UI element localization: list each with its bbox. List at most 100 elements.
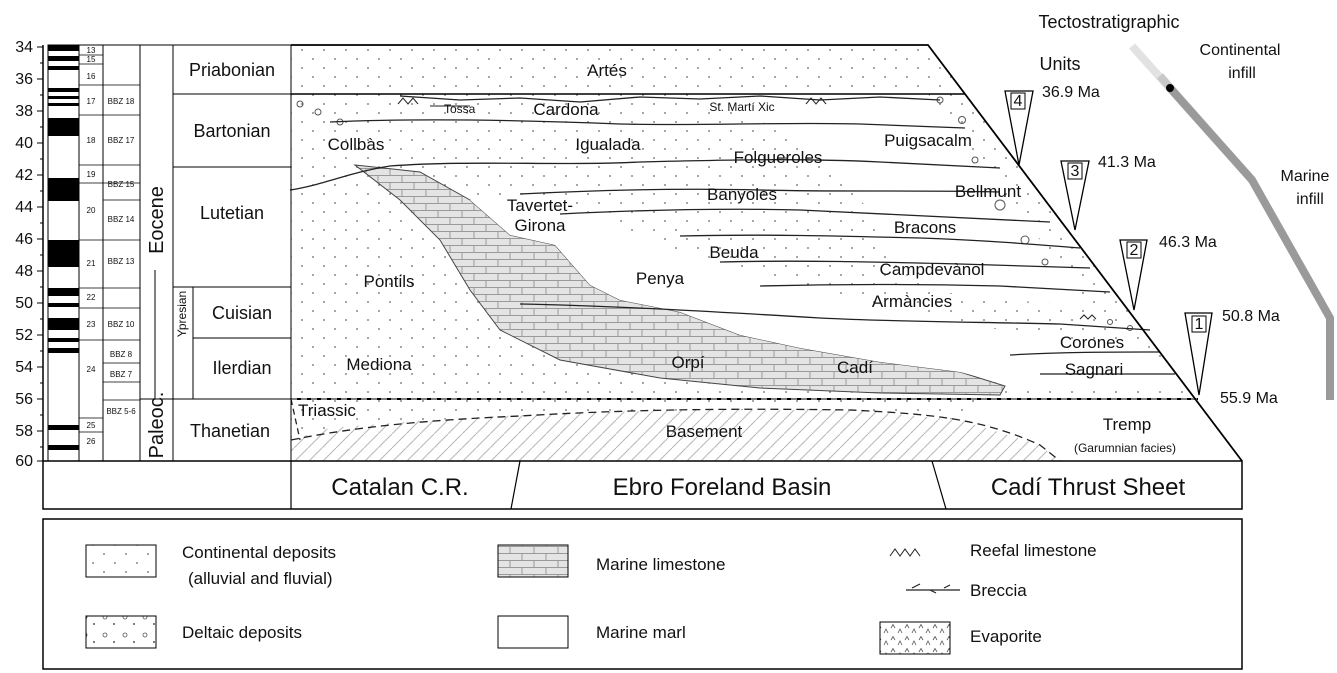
unit-label: Bracons [894, 218, 956, 237]
magnetozone-label: BBZ 8 [110, 350, 133, 359]
legend-label: Reefal limestone [970, 541, 1097, 560]
region-label: Catalan C.R. [331, 474, 468, 501]
unit-label: Cardona [533, 100, 599, 119]
stage-label: Priabonian [189, 60, 275, 80]
unit-label: Sagnari [1065, 360, 1124, 379]
infill-label: infill [1228, 65, 1256, 82]
stage-label: Lutetian [200, 203, 264, 223]
boundary-age: 55.9 Ma [1220, 390, 1278, 407]
reefal-symbol [889, 548, 921, 557]
epoch-eocene: Eocene [146, 186, 168, 254]
polarity-column [47, 44, 80, 462]
unit-label: Pontils [363, 272, 414, 291]
magnetozone-label: BBZ 5-6 [106, 407, 136, 416]
boundary-age: 46.3 Ma [1159, 234, 1217, 251]
unit-label: Armàncies [872, 292, 952, 311]
legend-swatch [879, 621, 951, 655]
unit-label: Mediona [346, 355, 412, 374]
magnetozone-column: BBZ 18 BBZ 17 BBZ 15 BBZ 14 BBZ 13 BBZ 1… [102, 44, 141, 462]
unit-number: 3 [1071, 163, 1080, 180]
age-tick: 40 [15, 135, 33, 152]
legend-label: (alluvial and fluvial) [188, 569, 333, 588]
boundary-age: 36.9 Ma [1042, 84, 1100, 101]
unit-number: 1 [1195, 316, 1204, 333]
magnetozone-label: BBZ 18 [108, 97, 135, 106]
chron-label: 17 [87, 97, 96, 106]
breccia-symbol [906, 583, 960, 594]
age-tick: 54 [15, 359, 33, 376]
unit-label: Cadí [837, 358, 873, 377]
region-label: Cadí Thrust Sheet [991, 474, 1186, 501]
boundary-age: 50.8 Ma [1222, 308, 1280, 325]
legend-label: Evaporite [970, 627, 1042, 646]
region-label: Ebro Foreland Basin [613, 474, 832, 501]
epoch-ypresian: Ypresian [175, 291, 189, 337]
legend-label: Marine marl [596, 623, 686, 642]
legend-swatch [497, 544, 569, 578]
magnetozone-label: BBZ 17 [108, 136, 135, 145]
age-tick: 36 [15, 71, 33, 88]
epoch-paleocene: Paleoc. [146, 392, 168, 459]
age-tick: 56 [15, 391, 33, 408]
legend-label: Continental deposits [182, 543, 336, 562]
chron-label: 15 [87, 55, 96, 64]
legend-label: Breccia [970, 581, 1027, 600]
age-tick: 34 [15, 39, 33, 56]
chron-column: 13 15 16 17 18 19 20 21 22 23 24 25 26 [78, 44, 104, 462]
infill-label: infill [1296, 191, 1324, 208]
unit-label: Triassic [298, 401, 356, 420]
unit-label: (Garumnian facies) [1074, 441, 1176, 455]
legend-label: Marine limestone [596, 555, 725, 574]
tecto-title: Units [1039, 54, 1080, 74]
unit-label: Orpí [671, 353, 704, 372]
stage-column: Ypresian Priabonian Bartonian Lutetian C… [172, 44, 292, 462]
chron-label: 23 [87, 320, 96, 329]
unit-label: St. Martí Xic [709, 100, 774, 114]
chron-label: 16 [87, 72, 96, 81]
legend: Continental deposits (alluvial and fluvi… [42, 518, 1243, 670]
unit-label: Corones [1060, 333, 1124, 352]
legend-label: Deltaic deposits [182, 623, 302, 642]
magnetozone-label: BBZ 7 [110, 370, 133, 379]
region-bar: Catalan C.R. Ebro Foreland Basin Cadí Th… [42, 460, 1243, 510]
magnetozone-label: BBZ 13 [108, 257, 135, 266]
stage-label: Ilerdian [212, 358, 271, 378]
age-tick: 48 [15, 263, 33, 280]
age-tick: 50 [15, 295, 33, 312]
stage-label: Thanetian [190, 421, 270, 441]
chron-label: 20 [87, 206, 96, 215]
age-tick: 46 [15, 231, 33, 248]
infill-label: Marine [1281, 168, 1330, 185]
unit-label: Artés [587, 61, 627, 80]
stage-label: Bartonian [193, 121, 270, 141]
unit-label: Girona [514, 216, 566, 235]
unit-triangle [1184, 312, 1213, 396]
unit-number: 4 [1014, 93, 1023, 110]
legend-swatch [85, 615, 157, 649]
unit-label: Igualada [575, 135, 641, 154]
unit-label: Beuda [709, 243, 759, 262]
legend-swatch [85, 544, 157, 578]
epoch-column: Eocene Paleoc. [139, 44, 174, 462]
age-tick: 44 [15, 199, 33, 216]
chron-label: 18 [87, 136, 96, 145]
magnetozone-label: BBZ 15 [108, 180, 135, 189]
chron-label: 19 [87, 170, 96, 179]
age-tick: 38 [15, 103, 33, 120]
boundary-age: 41.3 Ma [1098, 154, 1156, 171]
tectostratigraphic-units: Tectostratigraphic Units 4 3 2 1 36.9 Ma… [1004, 12, 1334, 407]
unit-label: Basement [666, 422, 743, 441]
stage-label: Cuisian [212, 303, 272, 323]
tecto-title: Tectostratigraphic [1038, 12, 1179, 32]
unit-number: 2 [1130, 242, 1139, 259]
unit-label: Penya [636, 269, 685, 288]
chron-label: 22 [87, 293, 96, 302]
unit-label: Collbàs [328, 135, 385, 154]
magnetozone-label: BBZ 14 [108, 215, 135, 224]
unit-labels: Artés Tossa Cardona St. Martí Xic Collbà… [298, 61, 1176, 455]
unit-label: Puigsacalm [884, 131, 972, 150]
age-tick: 58 [15, 423, 33, 440]
chron-label: 24 [87, 365, 96, 374]
cross-section [289, 44, 1243, 462]
